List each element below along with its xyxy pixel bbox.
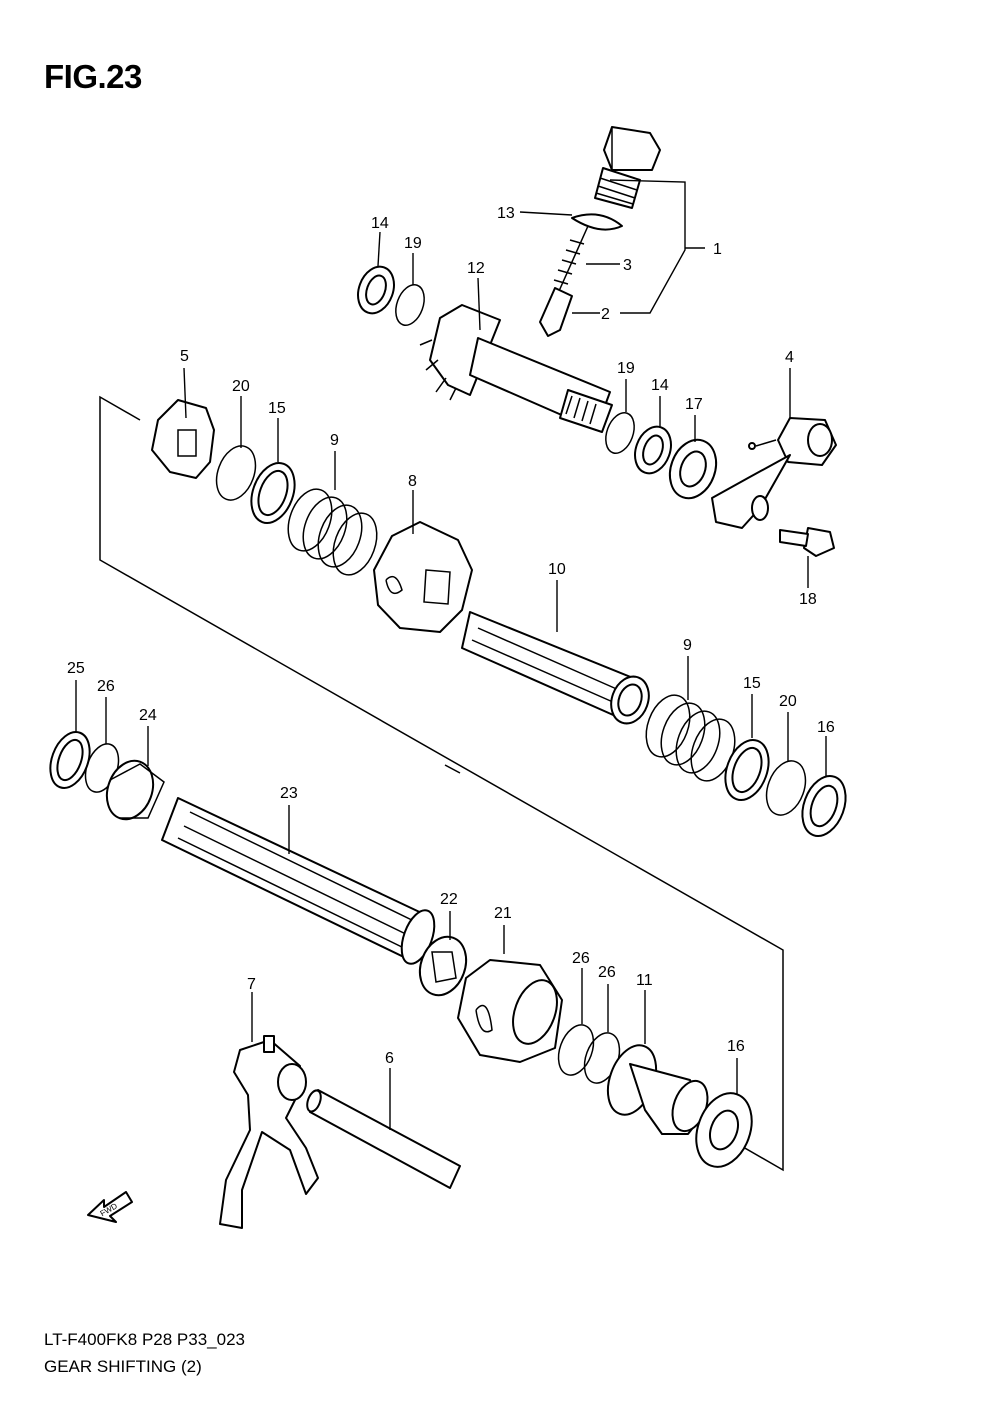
callout-14: 14	[371, 215, 389, 232]
part-12-shift-shaft	[419, 304, 613, 433]
callout-10: 10	[548, 561, 566, 578]
callout-12: 12	[467, 260, 485, 277]
callout-19: 19	[404, 235, 422, 252]
leader-lines	[75, 179, 827, 1130]
callout-23: 23	[280, 785, 298, 802]
circlip-20-lower	[765, 760, 807, 816]
callout-19-right: 19	[617, 360, 635, 377]
part-23-shift-shaft	[161, 797, 436, 965]
callout-20-lower: 20	[779, 693, 797, 710]
circlip-20-upper	[215, 445, 257, 501]
callout-11: 11	[636, 972, 653, 989]
callout-13: 13	[497, 205, 515, 222]
callout-17: 17	[685, 396, 703, 413]
callout-9: 9	[330, 432, 339, 449]
callout-7: 7	[247, 976, 256, 993]
callout-26-b: 26	[598, 964, 616, 981]
lock-washer-22	[418, 935, 468, 997]
figure-title: FIG.23	[44, 58, 142, 95]
circlip-19-upper	[395, 284, 425, 326]
callout-22: 22	[440, 891, 458, 908]
washer-15-lower	[724, 739, 770, 801]
callout-25: 25	[67, 660, 85, 677]
part-10-sleeve	[461, 611, 650, 725]
callout-26-left: 26	[97, 678, 115, 695]
callout-9-lower: 9	[683, 637, 692, 654]
callout-labels: 1 2 3 13 14 19 12 5 20 15 9 19 14 17 4 1…	[67, 205, 835, 1067]
part-4-shift-arm	[711, 417, 837, 529]
fwd-arrow-icon: FWD	[87, 1191, 133, 1223]
callout-2: 2	[601, 306, 610, 323]
callout-6: 6	[385, 1050, 394, 1067]
part-8-shift-cam	[373, 521, 473, 633]
callout-24: 24	[139, 707, 157, 724]
spring-9-upper	[287, 488, 378, 576]
callout-4: 4	[785, 349, 794, 366]
callout-21: 21	[494, 905, 512, 922]
spring-9-lower	[645, 694, 736, 782]
callout-15-lower: 15	[743, 675, 761, 692]
bearing-17	[668, 438, 718, 500]
callout-1: 1	[713, 241, 722, 258]
part-7-shift-fork	[219, 1035, 319, 1229]
callout-14-right: 14	[651, 377, 669, 394]
washer-14-right	[634, 425, 672, 475]
circlip-19-right	[605, 412, 635, 454]
circlip-26-a	[557, 1024, 595, 1076]
washer-14-upper	[357, 265, 395, 315]
drum-21	[457, 959, 563, 1063]
callout-16-upper: 16	[817, 719, 835, 736]
part-5-gear	[151, 399, 215, 479]
callout-5: 5	[180, 348, 189, 365]
assembly-frame-lines	[99, 395, 784, 1172]
part-bolt-assembly	[539, 126, 661, 337]
bushing-11	[606, 1044, 709, 1135]
washer-16-upper	[801, 775, 847, 837]
diagram-code: LT-F400FK8 P28 P33_023	[44, 1330, 245, 1349]
callout-16-lower: 16	[727, 1038, 745, 1055]
washer-16-lower	[695, 1092, 753, 1168]
callout-18: 18	[799, 591, 817, 608]
callout-20: 20	[232, 378, 250, 395]
callout-26-a: 26	[572, 950, 590, 967]
bolt-18	[779, 527, 835, 557]
part-6-shift-rod	[306, 1089, 461, 1189]
bushing-24	[105, 759, 165, 821]
callout-3: 3	[623, 257, 632, 274]
callout-8: 8	[408, 473, 417, 490]
washer-15-upper	[250, 462, 296, 524]
callout-15: 15	[268, 400, 286, 417]
diagram-caption: GEAR SHIFTING (2)	[44, 1357, 202, 1376]
